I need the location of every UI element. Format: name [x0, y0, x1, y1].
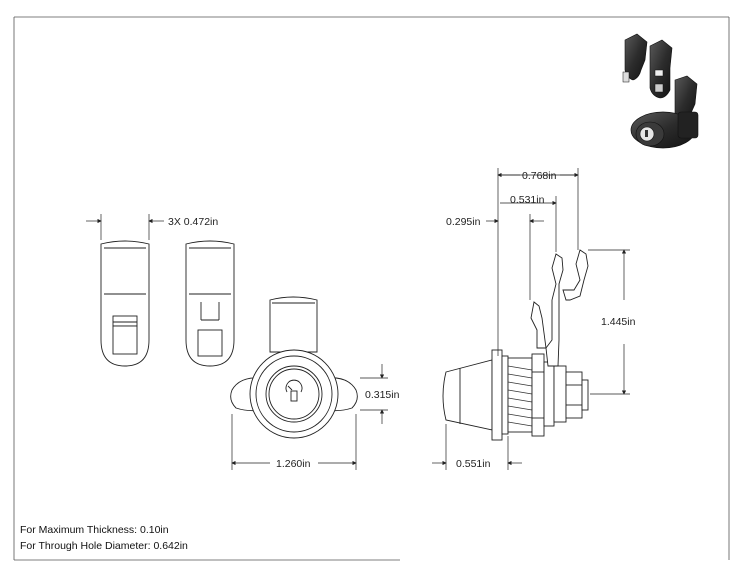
cam-front-3: [269, 296, 318, 353]
note-max-thickness: For Maximum Thickness: 0.10in: [20, 524, 169, 536]
dimension-lines: [86, 168, 630, 470]
dim-label-cam-height: 1.445in: [601, 316, 636, 328]
dim-label-body-length: 0.551in: [456, 458, 491, 470]
cam-front-2: [185, 240, 235, 367]
isometric-thumbnail: [622, 33, 699, 149]
dim-label-cam-reach: 0.768in: [522, 170, 557, 182]
dim-label-key-offset: 0.315in: [365, 389, 400, 401]
note-hole-diameter: For Through Hole Diameter: 0.642in: [20, 540, 188, 552]
lock-face-front-view: [230, 349, 358, 439]
dim-label-width-3x: 3X 0.472in: [168, 216, 218, 228]
lock-side-view: [442, 249, 589, 441]
drawing-border: [13, 16, 730, 561]
cam-front-1: [100, 240, 150, 367]
dim-label-cam-mid: 0.531in: [510, 194, 545, 206]
dim-label-cam-near: 0.295in: [446, 216, 481, 228]
dim-label-overall-width: 1.260in: [276, 458, 311, 470]
